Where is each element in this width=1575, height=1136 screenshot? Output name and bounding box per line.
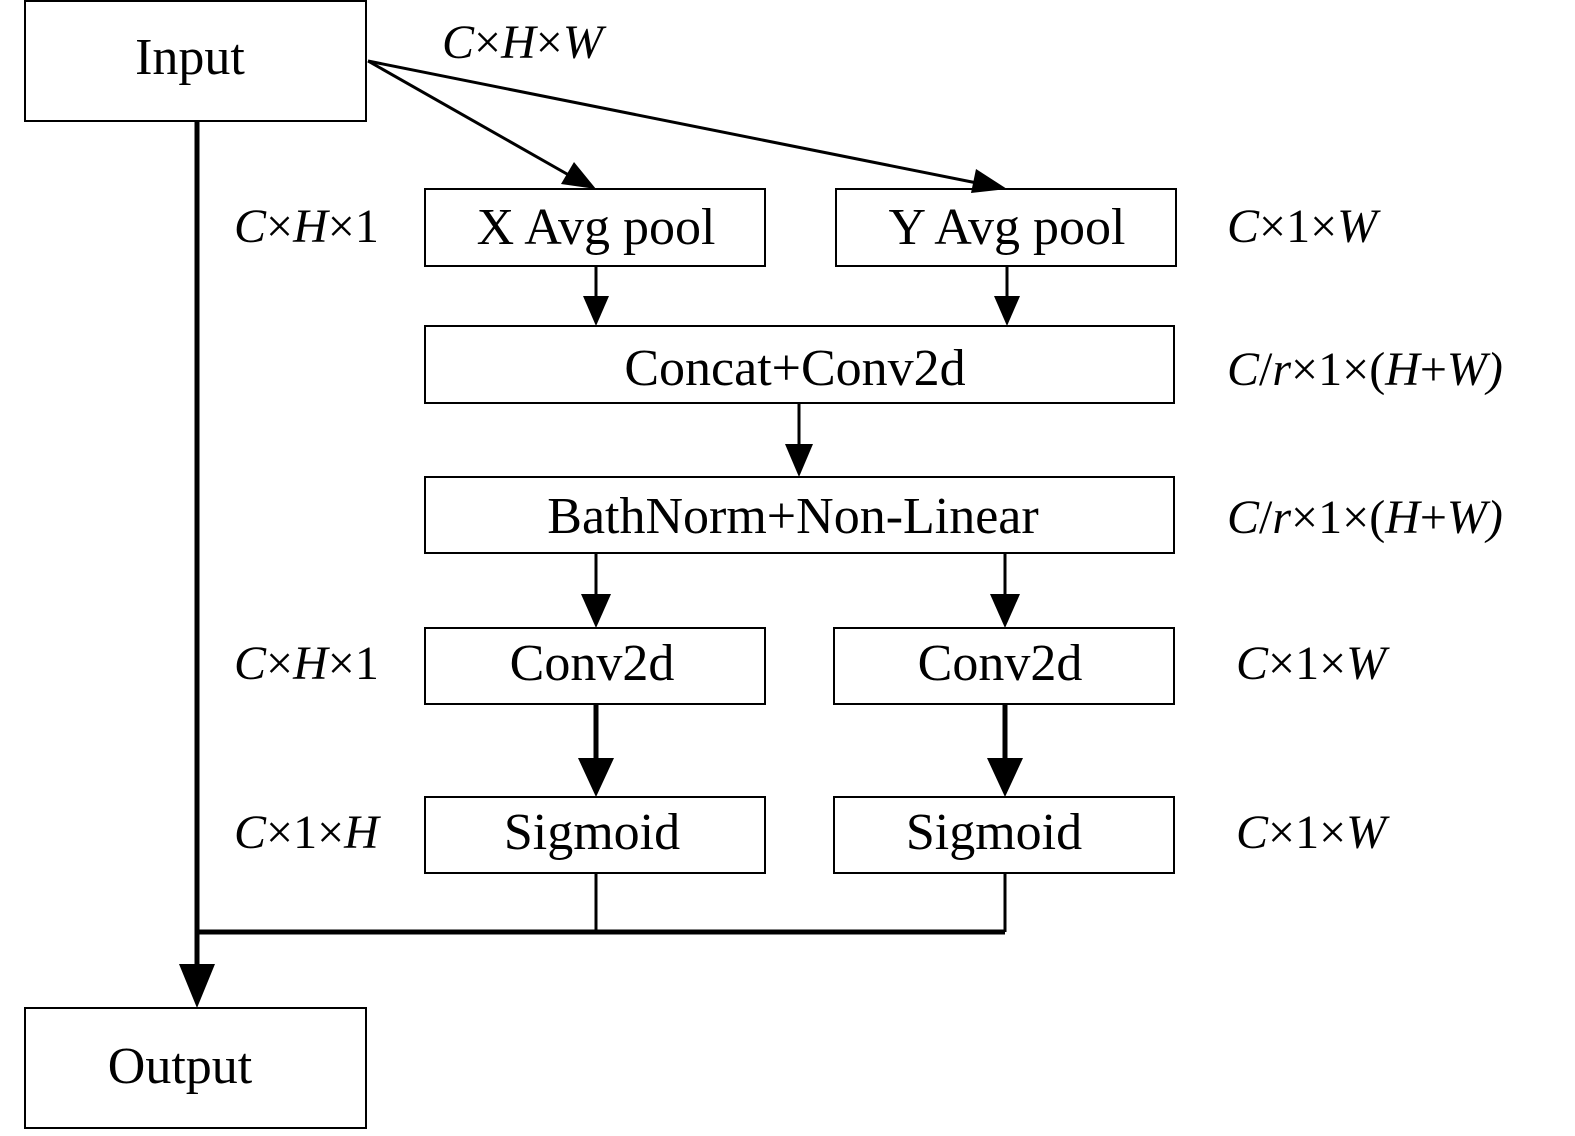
sigmoid-right-label: Sigmoid	[906, 804, 1082, 861]
dim-x-pool-c: C	[234, 200, 267, 253]
arrowhead-sigmoid-right	[987, 758, 1023, 797]
sigmoid-right-node: Sigmoid	[833, 796, 1175, 874]
dim-sigmoid-left-c: C	[234, 806, 267, 859]
arrowhead-x-pool	[561, 162, 596, 189]
connectors	[179, 59, 1023, 1008]
bathnorm-label: BathNorm+Non-Linear	[547, 488, 1038, 545]
dim-sigmoid-right-w: W	[1346, 806, 1390, 859]
arrowhead-sigmoid-left	[578, 758, 614, 797]
dim-input: C×H×W	[442, 16, 607, 69]
dim-x-pool-h: H	[292, 200, 330, 253]
sigmoid-left-node: Sigmoid	[424, 796, 766, 874]
dim-input-c: C	[442, 16, 475, 69]
dim-sigmoid-right: C×1×W	[1236, 806, 1390, 859]
conv-left-label: Conv2d	[510, 635, 675, 692]
dim-bathnorm-w: W	[1447, 491, 1491, 544]
dim-conv-right-mid: ×1×	[1268, 637, 1346, 690]
dim-bathnorm-c: C	[1227, 491, 1260, 544]
conv-right-node: Conv2d	[833, 627, 1175, 705]
dim-input-times1: ×	[474, 16, 501, 69]
dim-concat-c: C	[1227, 343, 1260, 396]
input-node: Input	[24, 0, 367, 122]
dim-bathnorm-slash: /	[1259, 491, 1273, 544]
conv-right-label: Conv2d	[918, 635, 1083, 692]
dim-sigmoid-left-h: H	[343, 806, 381, 859]
dim-concat: C/r×1×(H+W)	[1227, 343, 1503, 396]
dim-concat-mid: ×1×(	[1291, 343, 1385, 396]
dim-bathnorm-r: r	[1272, 491, 1291, 544]
concat-conv-label: Concat+Conv2d	[624, 340, 965, 397]
dim-concat-w: W	[1447, 343, 1491, 396]
dim-concat-slash: /	[1259, 343, 1273, 396]
arrowhead-conv-right	[990, 594, 1020, 628]
dim-x-pool-times: ×	[266, 200, 293, 253]
dim-conv-right: C×1×W	[1236, 637, 1390, 690]
dim-concat-close: )	[1484, 343, 1503, 396]
edge-input-y-pool	[367, 59, 983, 186]
dim-input-h: H	[500, 16, 538, 69]
dim-conv-right-w: W	[1346, 637, 1390, 690]
dim-input-w: W	[563, 16, 607, 69]
dim-conv-left-c: C	[234, 637, 267, 690]
dim-x-pool-one: ×1	[328, 200, 379, 253]
concat-conv-node: Concat+Conv2d	[424, 325, 1175, 404]
arrowhead-concat-left	[583, 296, 609, 326]
bathnorm-node: BathNorm+Non-Linear	[424, 476, 1175, 554]
dim-sigmoid-right-c: C	[1236, 806, 1269, 859]
arrowhead-y-pool	[971, 169, 1007, 193]
output-label: Output	[108, 1038, 253, 1095]
dim-bathnorm-close: )	[1484, 491, 1503, 544]
arrowhead-bathnorm	[785, 444, 813, 477]
dim-bathnorm-plus: +	[1420, 491, 1447, 544]
arrowhead-conv-left	[581, 594, 611, 628]
y-avg-pool-label: Y Avg pool	[889, 199, 1126, 256]
dim-concat-plus: +	[1420, 343, 1447, 396]
y-avg-pool-node: Y Avg pool	[835, 188, 1177, 267]
dim-sigmoid-left-mid: ×1×	[266, 806, 344, 859]
dim-concat-h: H	[1384, 343, 1422, 396]
dim-conv-left-h: H	[292, 637, 330, 690]
conv-left-box	[424, 627, 766, 705]
dim-input-times2: ×	[536, 16, 563, 69]
dim-x-pool: C×H×1	[234, 200, 379, 253]
dim-concat-r: r	[1272, 343, 1291, 396]
dim-conv-left-one: ×1	[328, 637, 379, 690]
dim-conv-left-times: ×	[266, 637, 293, 690]
dim-y-pool-w: W	[1337, 200, 1381, 253]
output-node: Output	[24, 1007, 367, 1129]
dim-sigmoid-left: C×1×H	[234, 806, 381, 859]
conv-left-node: Conv2d	[424, 627, 766, 705]
x-avg-pool-label: X Avg pool	[477, 199, 716, 256]
dim-sigmoid-right-mid: ×1×	[1268, 806, 1346, 859]
dim-bathnorm-h: H	[1384, 491, 1422, 544]
dim-y-pool-c: C	[1227, 200, 1260, 253]
x-avg-pool-node: X Avg pool	[424, 188, 766, 267]
sigmoid-left-label: Sigmoid	[504, 804, 680, 861]
input-label: Input	[135, 29, 245, 86]
dim-conv-right-c: C	[1236, 637, 1269, 690]
sigmoid-left-box	[424, 796, 766, 874]
output-box	[24, 1007, 367, 1129]
x-avg-pool-box	[424, 188, 766, 267]
arrowhead-output	[179, 964, 215, 1008]
dim-y-pool-mid: ×1×	[1259, 200, 1337, 253]
dim-conv-left: C×H×1	[234, 637, 379, 690]
edge-input-x-pool	[367, 59, 575, 180]
input-box	[24, 0, 367, 122]
dim-bathnorm-mid: ×1×(	[1291, 491, 1385, 544]
bathnorm-box	[424, 476, 1175, 554]
concat-conv-box	[424, 325, 1175, 404]
arrowhead-concat-right	[994, 296, 1020, 326]
dim-y-pool: C×1×W	[1227, 200, 1381, 253]
dim-bathnorm: C/r×1×(H+W)	[1227, 491, 1503, 544]
